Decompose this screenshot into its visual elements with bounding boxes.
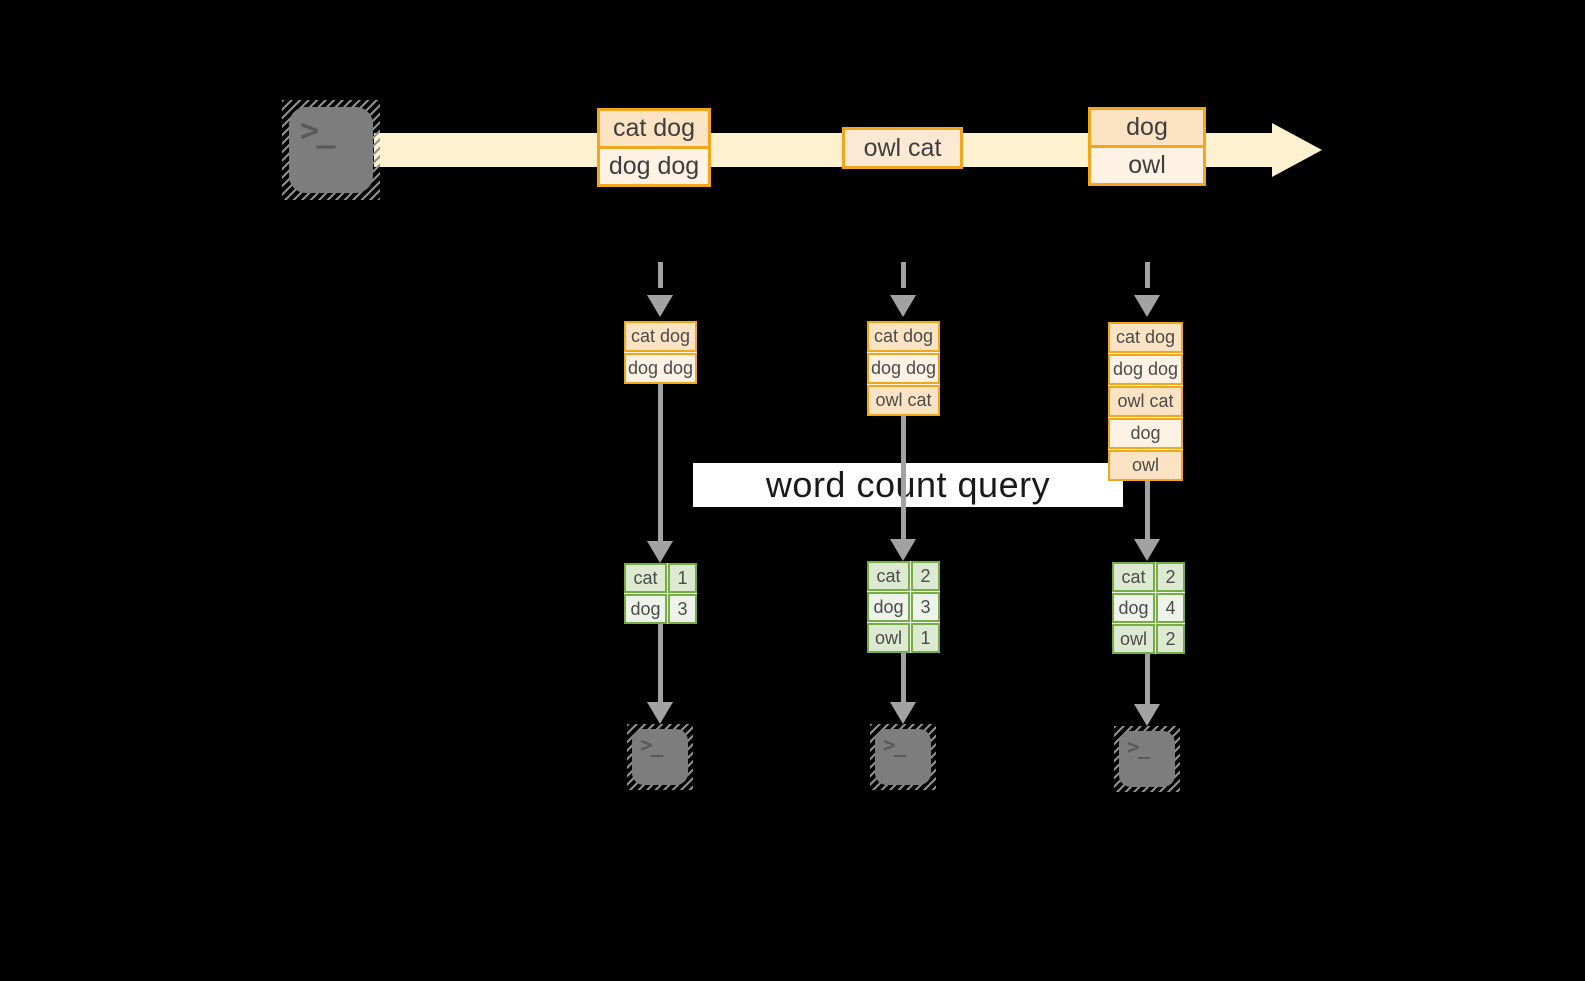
terminal-prompt-glyph: >_ <box>1127 735 1150 759</box>
state-box: cat dog dog dog owl cat dog owl <box>1108 322 1183 481</box>
arrow-dash <box>900 262 906 288</box>
word-cell: cat <box>624 563 667 593</box>
arrow-dash <box>657 262 663 288</box>
arrowhead-icon <box>1134 295 1160 317</box>
terminal-prompt-glyph: >_ <box>300 111 335 149</box>
terminal-body: >_ <box>875 729 931 785</box>
arrowhead-icon <box>647 295 673 317</box>
output-arrow <box>1134 654 1160 726</box>
state-line: dog dog <box>624 353 697 384</box>
count-cell: 2 <box>1156 624 1185 654</box>
count-cell: 1 <box>668 563 697 593</box>
dashed-ingest-arrow <box>1134 262 1160 317</box>
query-arrow <box>890 416 916 561</box>
terminal-body: >_ <box>289 107 373 193</box>
state-line: dog dog <box>867 353 940 384</box>
arrowhead-icon <box>890 702 916 724</box>
count-cell: 1 <box>911 623 940 653</box>
batch-line: dog <box>1091 110 1203 145</box>
arrowhead-icon <box>890 539 916 561</box>
source-terminal-icon: >_ <box>282 100 380 200</box>
output-arrow <box>890 653 916 724</box>
table-row: cat 2 <box>1112 562 1185 592</box>
stream-batch-box: cat dog dog dog <box>597 108 711 187</box>
sink-terminal-icon: >_ <box>1114 726 1180 792</box>
arrow-line <box>1144 654 1150 704</box>
state-line: cat dog <box>624 321 697 352</box>
arrow-line <box>900 416 906 539</box>
stream-batch-box: owl cat <box>842 127 963 169</box>
state-line: dog dog <box>1108 354 1183 385</box>
state-box: cat dog dog dog owl cat <box>867 321 940 416</box>
stream-arrowhead-icon <box>1272 123 1322 177</box>
arrow-line <box>657 624 663 702</box>
table-row: owl 2 <box>1112 624 1185 654</box>
state-line: owl cat <box>1108 386 1183 417</box>
batch-line: dog dog <box>600 146 708 184</box>
state-box: cat dog dog dog <box>624 321 697 384</box>
query-banner: word count query <box>693 463 1123 507</box>
word-cell: cat <box>867 561 910 591</box>
table-row: cat 1 <box>624 563 697 593</box>
arrowhead-icon <box>1134 704 1160 726</box>
table-row: dog 3 <box>624 594 697 624</box>
table-row: dog 3 <box>867 592 940 622</box>
terminal-body: >_ <box>632 729 688 785</box>
arrow-line <box>900 653 906 702</box>
word-cell: owl <box>867 623 910 653</box>
arrow-line <box>1144 481 1150 539</box>
word-cell: cat <box>1112 562 1155 592</box>
count-cell: 4 <box>1156 593 1185 623</box>
state-line: cat dog <box>867 321 940 352</box>
query-arrow <box>1134 481 1160 561</box>
arrowhead-icon <box>647 702 673 724</box>
state-line: cat dog <box>1108 322 1183 353</box>
table-row: cat 2 <box>867 561 940 591</box>
word-cell: dog <box>1112 593 1155 623</box>
terminal-body: >_ <box>1119 731 1175 787</box>
sink-terminal-icon: >_ <box>627 724 693 790</box>
word-cell: dog <box>624 594 667 624</box>
word-cell: dog <box>867 592 910 622</box>
count-cell: 2 <box>911 561 940 591</box>
state-line: dog <box>1108 418 1183 449</box>
output-arrow <box>647 624 673 724</box>
table-row: dog 4 <box>1112 593 1185 623</box>
arrow-dash <box>1144 262 1150 288</box>
dashed-ingest-arrow <box>647 262 673 317</box>
count-table: cat 1 dog 3 <box>624 563 697 624</box>
state-line: owl cat <box>867 385 940 416</box>
count-table: cat 2 dog 4 owl 2 <box>1112 562 1185 654</box>
query-arrow <box>647 384 673 563</box>
arrowhead-icon <box>890 295 916 317</box>
terminal-prompt-glyph: >_ <box>640 733 663 757</box>
table-row: owl 1 <box>867 623 940 653</box>
batch-line: owl cat <box>845 130 960 166</box>
query-banner-label: word count query <box>765 464 1051 505</box>
batch-line: owl <box>1091 145 1203 183</box>
dashed-ingest-arrow <box>890 262 916 317</box>
arrowhead-icon <box>1134 539 1160 561</box>
arrowhead-icon <box>647 541 673 563</box>
sink-terminal-icon: >_ <box>870 724 936 790</box>
word-cell: owl <box>1112 624 1155 654</box>
count-cell: 3 <box>911 592 940 622</box>
arrow-line <box>657 384 663 541</box>
state-line: owl <box>1108 450 1183 481</box>
count-cell: 3 <box>668 594 697 624</box>
terminal-prompt-glyph: >_ <box>883 733 906 757</box>
count-cell: 2 <box>1156 562 1185 592</box>
stream-batch-box: dog owl <box>1088 107 1206 186</box>
batch-line: cat dog <box>600 111 708 146</box>
count-table: cat 2 dog 3 owl 1 <box>867 561 940 653</box>
